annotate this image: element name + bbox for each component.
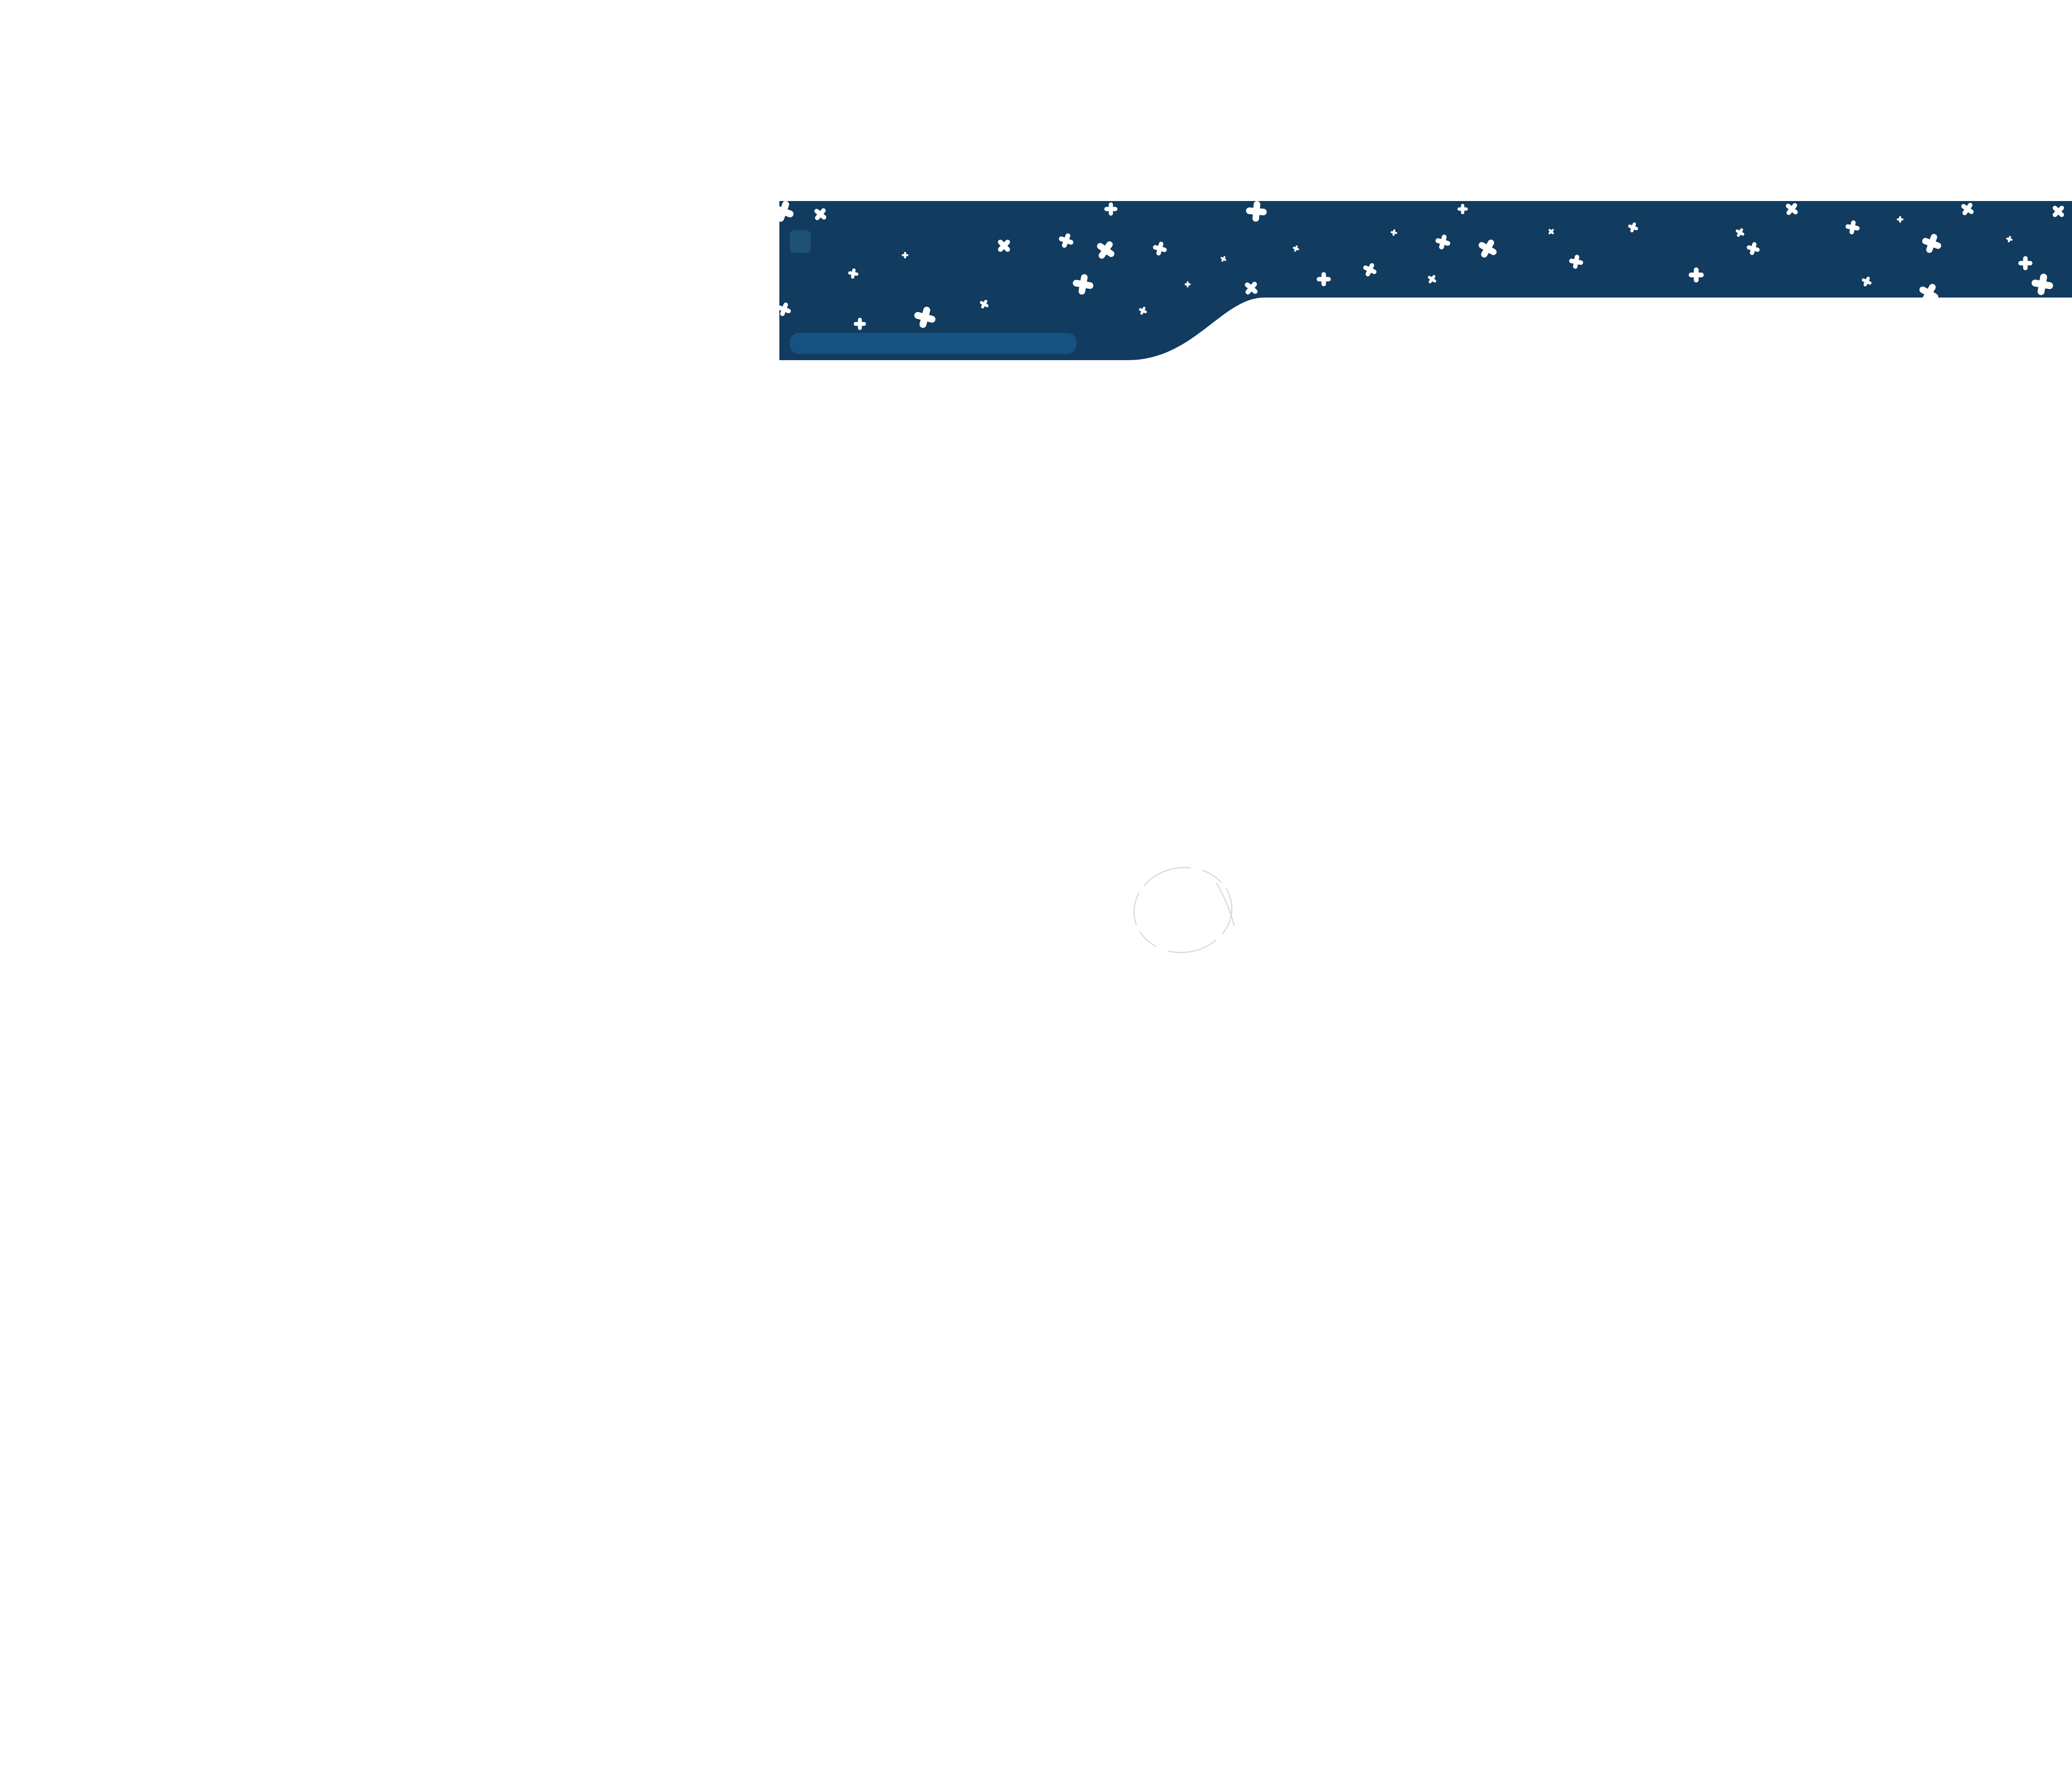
sketch-circle-outline	[1133, 867, 1232, 953]
sketch-diagonal-stroke	[1215, 882, 1235, 927]
banner-accent-square	[790, 230, 811, 253]
banner-tab-pill[interactable]	[790, 333, 1076, 354]
sketch-canvas	[1133, 867, 1235, 953]
hero-banner	[779, 201, 2072, 361]
hero-banner-canvas	[779, 201, 2072, 360]
banner-background	[779, 201, 2072, 360]
faint-circle-sketch	[1128, 859, 1260, 972]
